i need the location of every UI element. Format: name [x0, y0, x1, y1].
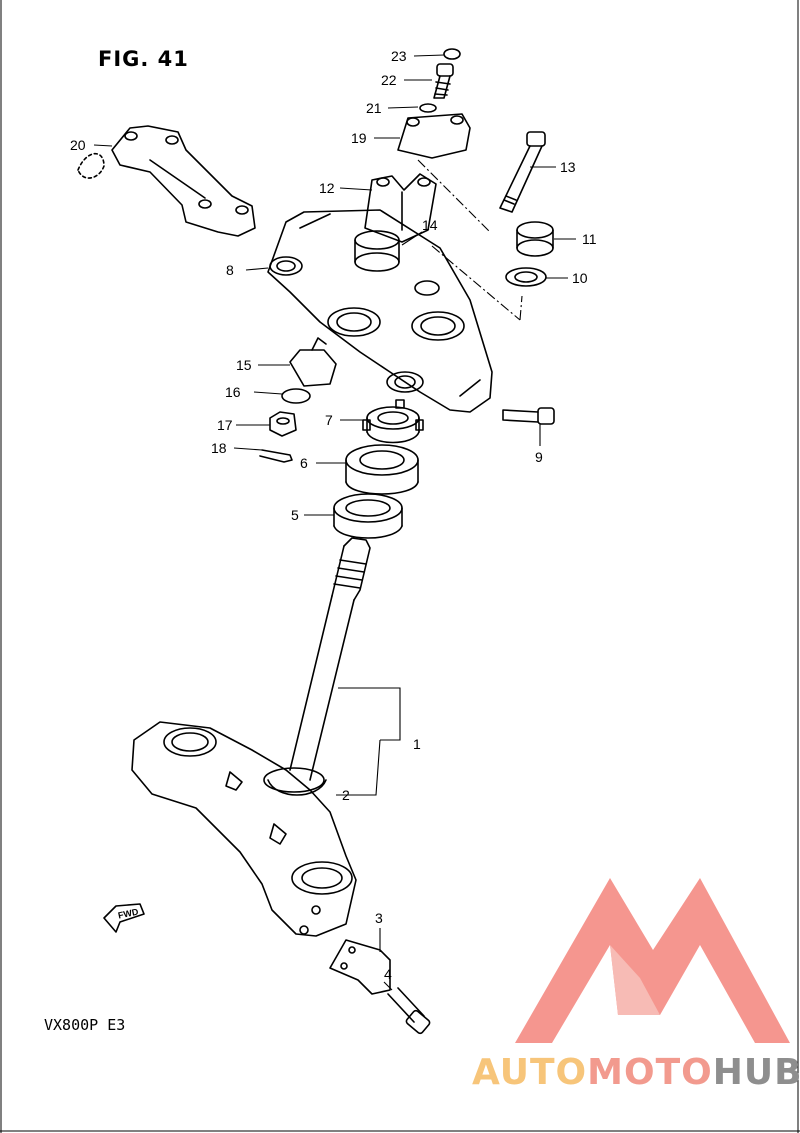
callout-7: 7: [325, 412, 333, 428]
part-5-bearing: [333, 493, 403, 539]
part-1-steering-stem: [131, 537, 371, 937]
part-19-upper-holder: [397, 113, 471, 159]
part-6-dust-seal: [345, 444, 419, 495]
part-20-handlebar-holder: [111, 125, 256, 237]
part-9-bolt: [502, 407, 555, 425]
callout-15: 15: [236, 357, 252, 373]
callout-20: 20: [70, 137, 86, 153]
part-15-stem-nut: [289, 337, 337, 387]
part-20-dashed-outline: [77, 152, 105, 179]
model-code: VX800P E3: [44, 1016, 126, 1034]
fwd-label: FWD: [117, 906, 140, 920]
logo-mark: [515, 878, 790, 1043]
brand-wordmark: AUTOMOTOHUB: [472, 1052, 800, 1093]
callout-11: 11: [582, 231, 597, 247]
callout-4: 4: [384, 966, 392, 982]
callout-5: 5: [291, 507, 299, 523]
part-16-washer: [281, 388, 311, 404]
alignment-lines: [417, 159, 523, 321]
part-22-bolt: [433, 63, 454, 99]
part-18-cotter-pin: [259, 449, 293, 463]
callout-9: 9: [535, 449, 543, 465]
callout-16: 16: [225, 384, 241, 400]
part-8-upper-bracket: [267, 209, 493, 413]
callout-23: 23: [391, 48, 407, 64]
fwd-arrow-icon: [103, 903, 145, 933]
callout-14: 14: [422, 217, 438, 233]
callout-21: 21: [366, 100, 382, 116]
automotohub-logo: [515, 878, 790, 1043]
figure-title: FIG. 41: [98, 47, 189, 71]
part-17-nut: [269, 411, 297, 437]
callout-numbers: 23 22 21 19 20 12 13 14 11 10 8 15 16 17…: [70, 48, 597, 982]
part-11-cap-nut: [516, 221, 554, 257]
brand-auto: AUTO: [472, 1052, 588, 1093]
callout-10: 10: [572, 270, 588, 286]
part-13-bolt: [499, 131, 546, 213]
callout-13: 13: [560, 159, 576, 175]
callout-3: 3: [375, 910, 383, 926]
callout-6: 6: [300, 455, 308, 471]
part-7-lock-nut: [362, 399, 424, 444]
part-21-washer: [419, 103, 437, 113]
part-4-bolt: [387, 987, 431, 1035]
part-14-spacer: [354, 230, 400, 272]
callout-1: 1: [413, 736, 421, 752]
callout-leaders: [93, 54, 576, 991]
part-3-bracket: [329, 939, 391, 995]
callout-18: 18: [211, 440, 227, 456]
part-23-cap: [443, 48, 461, 60]
logo-inner: [610, 945, 660, 1015]
callout-8: 8: [226, 262, 234, 278]
callout-12: 12: [319, 180, 335, 196]
callout-17: 17: [217, 417, 233, 433]
callout-19: 19: [351, 130, 367, 146]
part-10-washer: [505, 267, 547, 287]
callout-2: 2: [342, 787, 350, 803]
brand-hub: HUB: [712, 1052, 800, 1093]
brand-moto: MOTO: [587, 1052, 713, 1093]
callout-22: 22: [381, 72, 397, 88]
